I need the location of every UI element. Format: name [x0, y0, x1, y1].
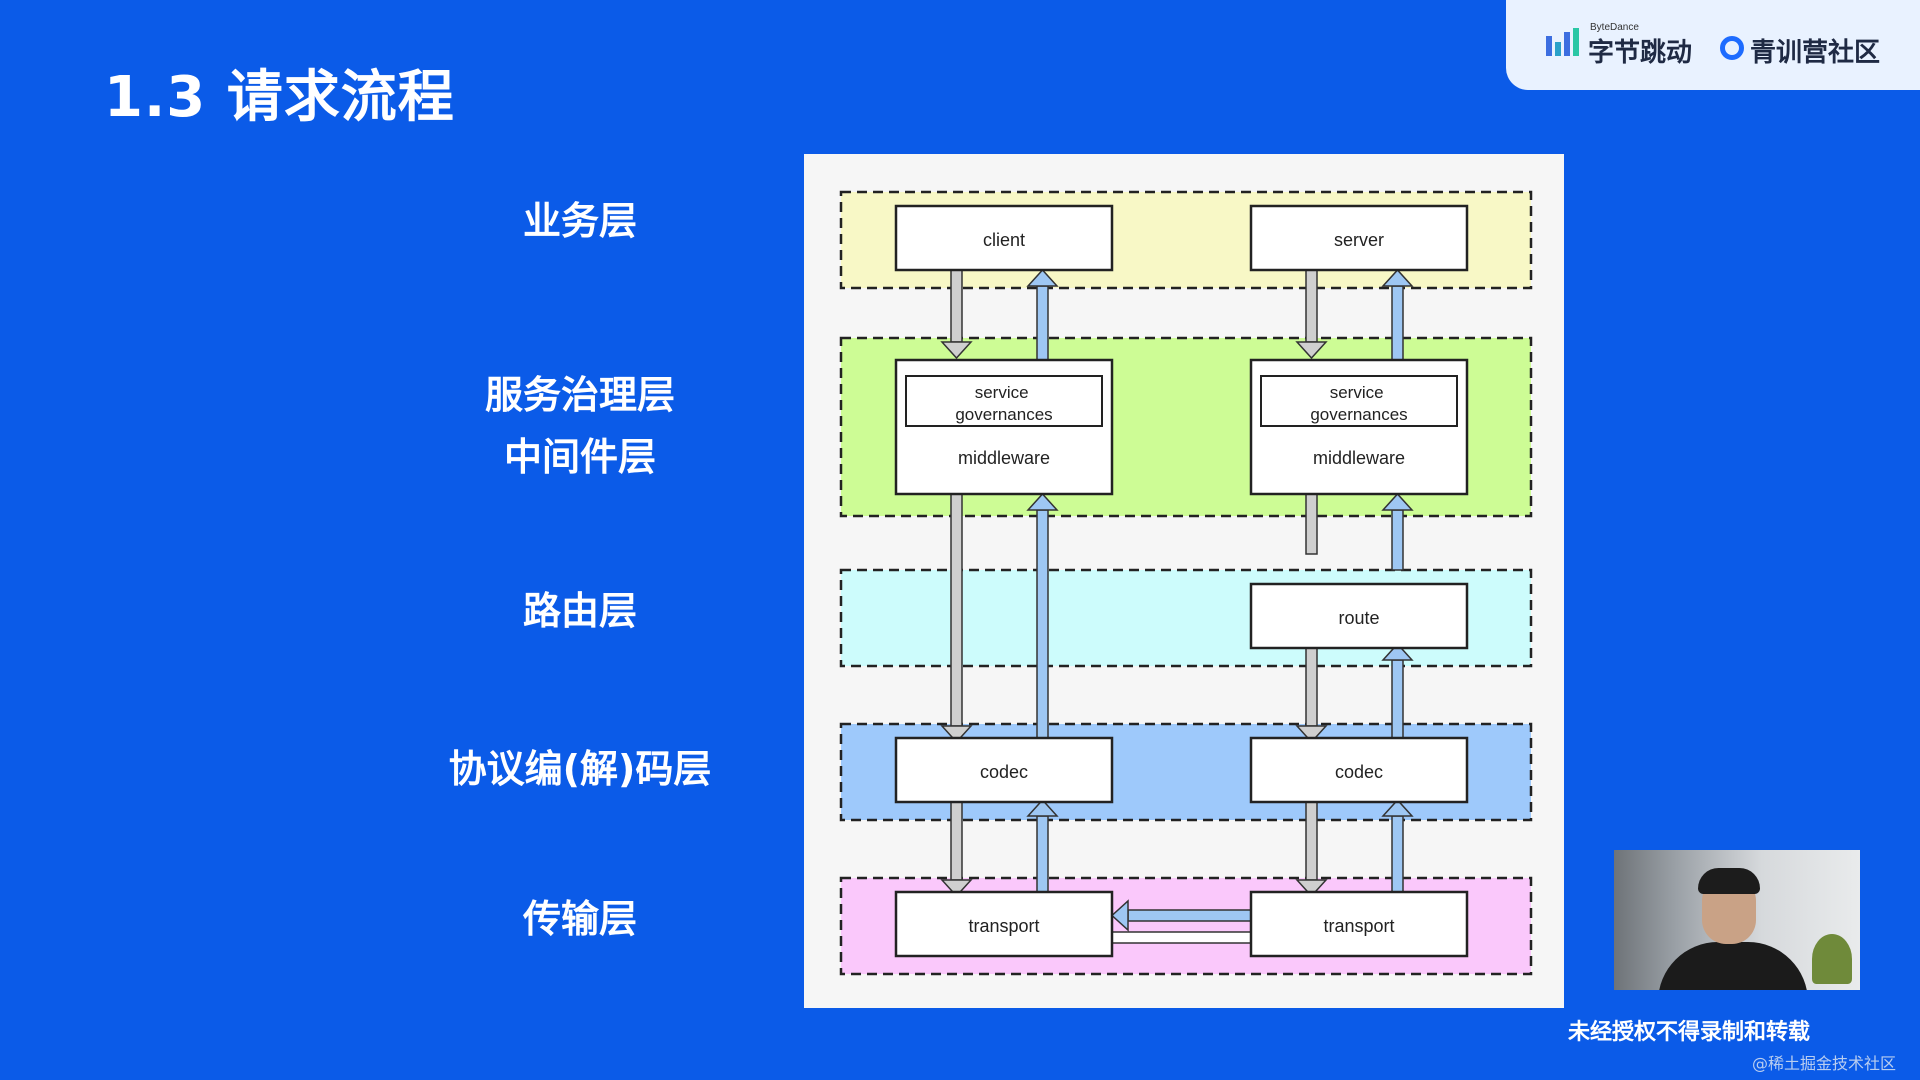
transport-node-left: transport	[894, 890, 1114, 958]
brand-tiny-label: ByteDance	[1590, 22, 1639, 33]
server-label: server	[1334, 230, 1384, 250]
transport-label-right: transport	[1323, 916, 1394, 936]
layer-label-transport: 传输层	[522, 897, 637, 941]
watermark: @稀土掘金技术社区	[1752, 1054, 1897, 1073]
arrow-up-left-1	[1036, 285, 1049, 361]
arrow-right-to-left-head	[1110, 899, 1129, 932]
brand-community: 青训营社区	[1750, 38, 1881, 68]
slide-title: 1.3 请求流程	[104, 65, 455, 130]
arrow-up-left-2	[1036, 509, 1049, 745]
middleware-label-right: middleware	[1313, 448, 1405, 468]
arrow-up-right-2	[1391, 509, 1404, 571]
arrow-down-right-2	[1305, 493, 1318, 555]
arrow-up-left-3-head	[1026, 798, 1059, 817]
layer-label-business: 业务层	[522, 199, 637, 243]
arrow-up-right-3	[1391, 659, 1404, 745]
diagram-panel: client server service governances middle…	[804, 154, 1564, 1008]
transport-node-right: transport	[1249, 890, 1469, 958]
transport-label-left: transport	[968, 916, 1039, 936]
copyright-notice: 未经授权不得录制和转载	[1568, 1020, 1811, 1045]
route-node: route	[1249, 582, 1469, 650]
codec-label-left: codec	[980, 762, 1028, 782]
presenter-hair	[1698, 868, 1760, 894]
arrow-up-right-1	[1391, 285, 1404, 361]
arrow-down-left-2	[950, 493, 963, 727]
arrow-up-right-4-head	[1381, 798, 1414, 817]
arrow-down-left-3-head	[940, 879, 973, 898]
arrow-down-right-1	[1305, 269, 1318, 343]
arrow-down-left-2-head	[940, 725, 973, 744]
arrow-down-left-1	[950, 269, 963, 343]
presenter-webcam	[1614, 850, 1860, 990]
route-label: route	[1338, 608, 1379, 628]
community-logo-icon	[1720, 36, 1744, 60]
brand-name: 字节跳动	[1588, 38, 1693, 68]
arrow-up-right-1-head	[1381, 268, 1414, 287]
server-node: server	[1249, 204, 1469, 272]
arrow-up-right-4	[1391, 815, 1404, 897]
service-governances-line2-right: governances	[1310, 405, 1407, 424]
arrow-down-right-4-head	[1295, 879, 1328, 898]
arrow-down-right-4	[1305, 799, 1318, 881]
arrow-down-right-3	[1305, 643, 1318, 727]
layer-label-codec: 协议编(解)码层	[448, 747, 712, 791]
bytedance-logo-icon	[1546, 28, 1579, 56]
middleware-node-left: service governances middleware	[894, 358, 1114, 496]
arrow-up-right-2-head	[1381, 492, 1414, 511]
arrow-down-right-3-head	[1295, 725, 1328, 744]
middleware-label-left: middleware	[958, 448, 1050, 468]
arrow-down-left-3	[950, 799, 963, 881]
layer-label-routing: 路由层	[522, 589, 637, 633]
layer-label-governance: 服务治理层	[484, 373, 675, 417]
service-governances-line1-right: service	[1330, 383, 1384, 402]
middleware-node-right: service governances middleware	[1249, 358, 1469, 496]
arrow-left-to-right	[1111, 931, 1275, 944]
arrow-down-left-1-head	[940, 341, 973, 360]
codec-node-left: codec	[894, 736, 1114, 804]
client-node: client	[894, 204, 1114, 272]
client-label: client	[983, 230, 1025, 250]
service-governances-label-right: service governances	[1310, 383, 1407, 424]
layer-label-middleware: 中间件层	[503, 435, 656, 479]
request-flow-diagram: client server service governances middle…	[839, 190, 1533, 976]
arrow-up-left-1-head	[1026, 268, 1059, 287]
presenter-body	[1658, 942, 1808, 990]
service-governances-label-left: service governances	[955, 383, 1052, 424]
arrow-up-left-2-head	[1026, 492, 1059, 511]
codec-label-right: codec	[1335, 762, 1383, 782]
codec-node-right: codec	[1249, 736, 1469, 804]
arrow-up-right-3-head	[1381, 642, 1414, 661]
arrow-down-right-1-head	[1295, 341, 1328, 360]
brand-bar: ByteDance 字节跳动 青训营社区	[1506, 0, 1920, 90]
service-governances-line1-left: service	[975, 383, 1029, 402]
arrow-up-left-3	[1036, 815, 1049, 897]
plant	[1812, 934, 1852, 984]
service-governances-line2-left: governances	[955, 405, 1052, 424]
